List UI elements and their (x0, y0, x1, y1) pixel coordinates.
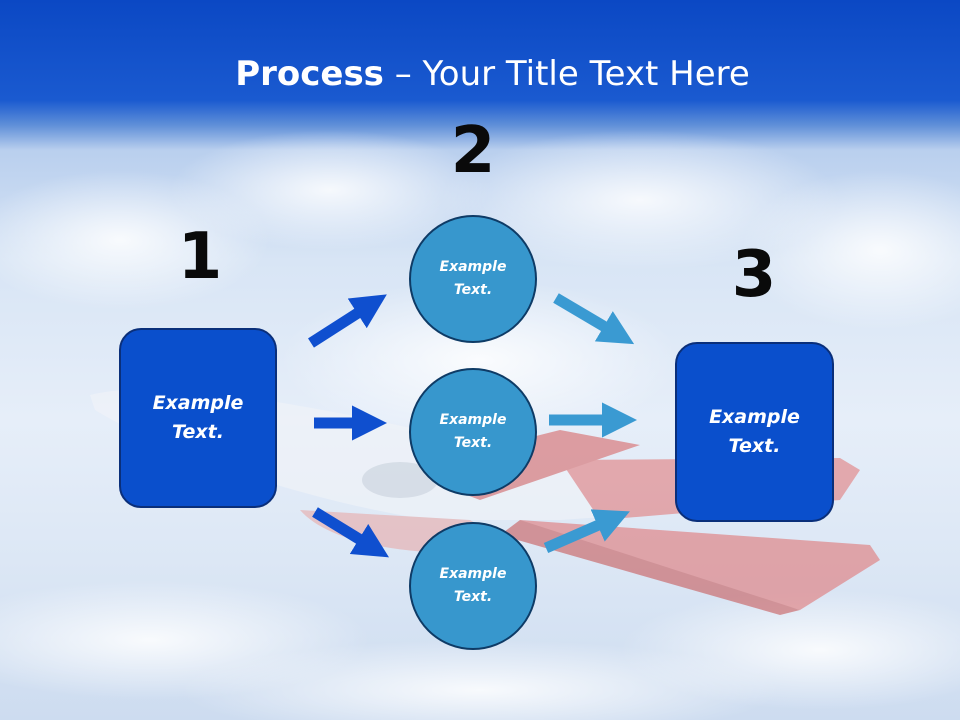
arrow-from-top-circle (553, 293, 635, 345)
title-rest: – Your Title Text Here (383, 54, 750, 94)
step-number-2: 2 (450, 114, 496, 188)
step-2-circle-bottom: Example Text. (409, 522, 537, 650)
step-1-label: Example Text. (152, 392, 244, 443)
title-bold: Process (235, 54, 384, 94)
step-2-circle-top: Example Text. (409, 215, 537, 343)
step-2-circle-bottom-label: Example Text. (439, 566, 507, 605)
page-title: Process – Your Title Text Here (0, 52, 960, 96)
step-2-circle-middle-label: Example Text. (439, 412, 507, 451)
step-number-3: 3 (731, 238, 777, 312)
arrow-from-bottom-circle (543, 509, 630, 554)
step-3-box: Example Text. (675, 342, 834, 522)
step-3-label: Example Text. (709, 406, 800, 457)
arrow-to-bottom-circle (312, 507, 390, 558)
step-1-box: Example Text. (119, 328, 277, 508)
arrow-to-top-circle (308, 294, 387, 348)
step-2-circle-middle: Example Text. (409, 368, 537, 496)
step-2-circle-top-label: Example Text. (439, 259, 507, 298)
step-number-1: 1 (177, 220, 223, 294)
